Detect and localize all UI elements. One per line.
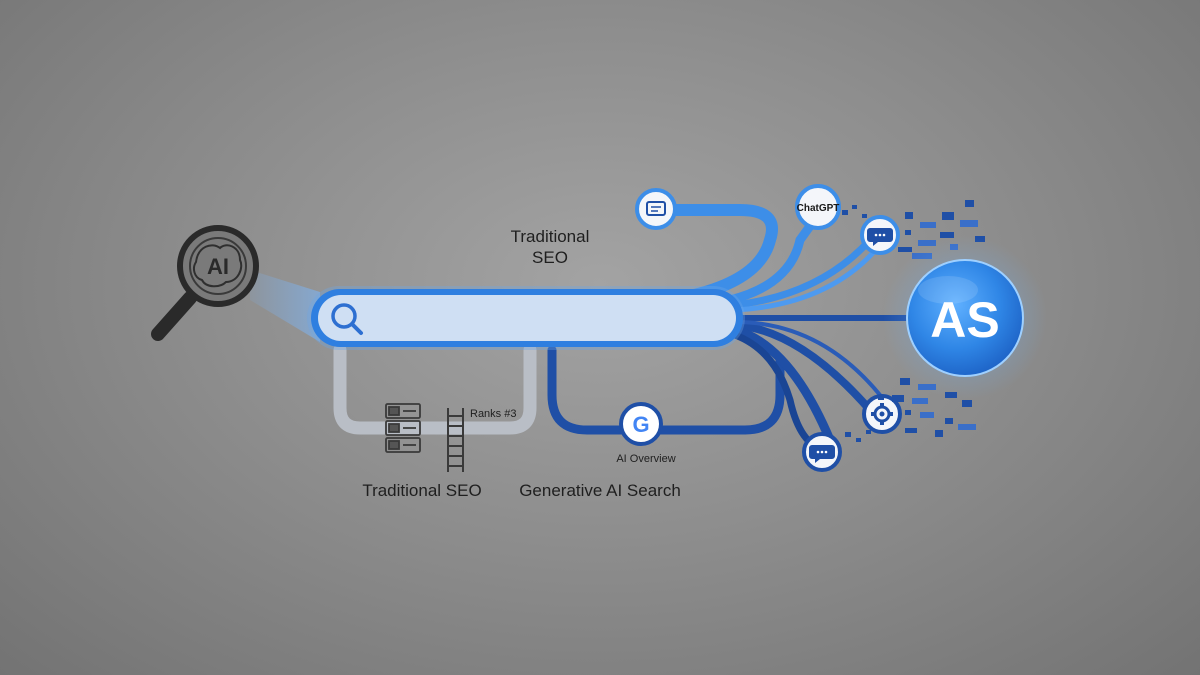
generative-ai-search-label: Generative AI Search xyxy=(519,481,681,500)
chat-bubble-icon xyxy=(867,228,893,246)
chatgpt-badge-text: ChatGPT xyxy=(797,203,840,214)
chat-node-upper[interactable] xyxy=(860,215,900,255)
ai-badge-text: AI xyxy=(207,254,229,279)
google-icon: G xyxy=(632,412,649,437)
search-bar[interactable] xyxy=(307,286,745,350)
traditional-seo-path xyxy=(333,343,537,435)
chat-bubble-icon xyxy=(809,445,835,463)
google-node[interactable]: G xyxy=(619,402,663,446)
data-fragments-lower xyxy=(845,378,976,442)
gear-node[interactable] xyxy=(862,394,902,434)
message-icon xyxy=(646,201,666,216)
server-stack-icon xyxy=(385,403,421,453)
chat-node-lower[interactable] xyxy=(802,432,842,472)
ranks-label: Ranks #3 xyxy=(470,408,516,420)
ai-overview-label: AI Overview xyxy=(616,453,675,465)
brand-logo-text: AS xyxy=(930,292,999,348)
brand-logo[interactable]: AS xyxy=(883,236,1047,400)
chatgpt-node[interactable]: ChatGPT xyxy=(795,184,841,230)
google-letter: G xyxy=(632,412,649,437)
search-icon xyxy=(331,303,363,335)
message-node[interactable] xyxy=(635,188,677,230)
ai-magnifier-icon: AI xyxy=(151,225,320,342)
gear-icon xyxy=(871,403,893,425)
top-title-line2: SEO xyxy=(532,248,568,267)
traditional-seo-label: Traditional SEO xyxy=(362,481,481,500)
search-beam xyxy=(250,270,320,342)
generative-search-path xyxy=(547,345,785,435)
ladder-icon xyxy=(447,408,464,472)
ai-branch-lines xyxy=(664,204,918,454)
top-title-line1: Traditional xyxy=(511,227,590,246)
